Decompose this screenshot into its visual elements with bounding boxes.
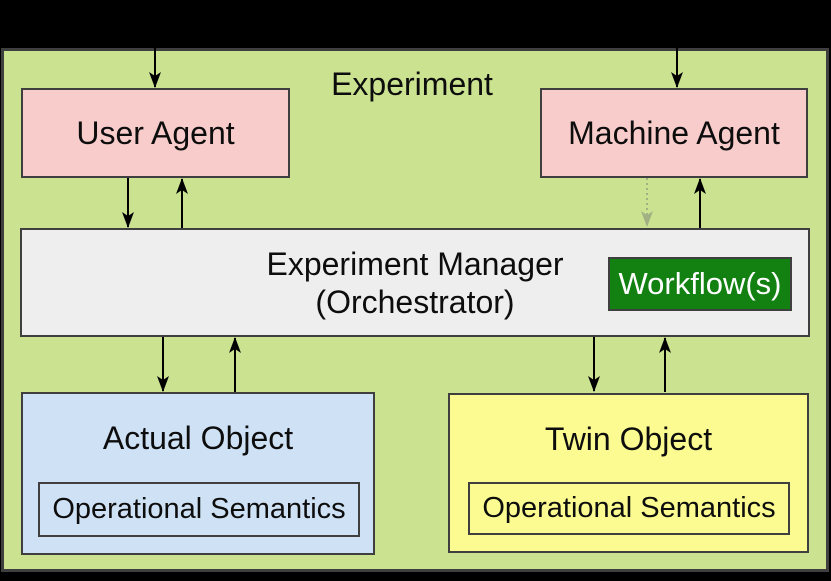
workflow-label: Workflow(s): [618, 266, 782, 301]
twin-object-box: Twin Object Operational Semantics: [448, 393, 809, 553]
actual-operational-semantics-label: Operational Semantics: [52, 493, 346, 525]
twin-operational-semantics-box: Operational Semantics: [468, 482, 790, 535]
actual-object-box: Actual Object Operational Semantics: [21, 392, 375, 555]
actual-object-label: Actual Object: [102, 420, 294, 456]
twin-object-label-area: Twin Object: [450, 395, 807, 484]
actual-object-label-area: Actual Object: [23, 394, 373, 483]
experiment-manager-box: Experiment Manager (Orchestrator): [20, 228, 810, 337]
diagram-title: Experiment: [331, 65, 493, 102]
machine-agent-box: Machine Agent: [540, 88, 808, 178]
experiment-manager-label-line2: (Orchestrator): [315, 283, 515, 320]
twin-operational-semantics-label: Operational Semantics: [482, 492, 776, 524]
experiment-manager-label-line1: Experiment Manager: [266, 245, 564, 282]
user-agent-label: User Agent: [76, 114, 235, 151]
actual-operational-semantics-box: Operational Semantics: [38, 482, 360, 537]
user-agent-box: User Agent: [21, 88, 290, 178]
machine-agent-label: Machine Agent: [568, 114, 780, 151]
twin-object-label: Twin Object: [544, 421, 713, 457]
workflow-box: Workflow(s): [608, 257, 792, 311]
